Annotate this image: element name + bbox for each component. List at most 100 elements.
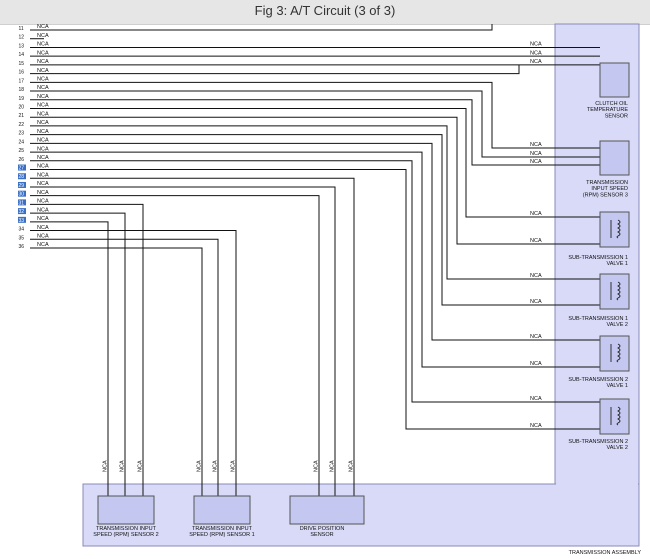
component-label: TRANSMISSION INPUT bbox=[192, 526, 253, 532]
component-label: CLUTCH OIL bbox=[595, 101, 628, 107]
pin-16: 16 bbox=[19, 70, 25, 76]
wire-21 bbox=[30, 116, 600, 245]
pin-33: 33 bbox=[18, 216, 26, 224]
valve-body bbox=[599, 398, 630, 435]
component-body bbox=[97, 495, 155, 525]
wire-20 bbox=[30, 107, 600, 218]
pin-31: 31 bbox=[18, 199, 26, 206]
wire-label: NCA bbox=[37, 199, 49, 205]
wire-label: NCA bbox=[330, 460, 336, 472]
pin-36: 36 bbox=[19, 244, 25, 250]
pin-number: 18 bbox=[19, 87, 25, 93]
component-label: VALVE 2 bbox=[606, 445, 628, 451]
wire-label: NCA bbox=[530, 142, 542, 148]
wire-label: NCA bbox=[231, 460, 237, 472]
page-title: Fig 3: A/T Circuit (3 of 3) bbox=[254, 3, 396, 18]
pin-number: 27 bbox=[19, 166, 25, 172]
pin-24: 24 bbox=[19, 139, 25, 145]
pin-23: 23 bbox=[19, 131, 25, 137]
component-label: SPEED (RPM) SENSOR 1 bbox=[189, 532, 254, 538]
pin-32: 32 bbox=[18, 208, 26, 215]
pin-18: 18 bbox=[19, 87, 25, 93]
wire-28 bbox=[30, 177, 355, 496]
wire-17 bbox=[30, 81, 600, 149]
wire-label: NCA bbox=[37, 42, 49, 48]
labels-layer: NCA NCA NCA NCA NCA NCA NCA NCA NCA NCA NCA NCA NCA N… bbox=[37, 24, 542, 472]
pin-number: 11 bbox=[19, 26, 24, 32]
valve-body bbox=[599, 273, 630, 310]
wire-label: NCA bbox=[37, 59, 49, 65]
pin-highlight-marker bbox=[18, 173, 26, 180]
wire-label: NCA bbox=[37, 138, 49, 144]
pin-number: 21 bbox=[19, 113, 25, 119]
wire-label: NCA bbox=[349, 460, 355, 472]
component-label: VALVE 1 bbox=[606, 261, 628, 267]
pin-14: 14 bbox=[19, 52, 25, 58]
wire-label: NCA bbox=[314, 460, 320, 472]
wire-label: NCA bbox=[37, 85, 49, 91]
wire-label: NCA bbox=[103, 460, 109, 472]
wire-29 bbox=[30, 186, 336, 496]
wire-label: NCA bbox=[37, 216, 49, 222]
wire-label: NCA bbox=[37, 181, 49, 187]
pin-number: 35 bbox=[19, 235, 25, 241]
pin-highlight-marker bbox=[18, 216, 26, 223]
pin-number: 24 bbox=[19, 139, 25, 145]
title-bar: Fig 3: A/T Circuit (3 of 3) bbox=[0, 0, 650, 25]
pin-number: 17 bbox=[19, 78, 25, 84]
wire-label: NCA bbox=[37, 207, 49, 213]
wire-label: NCA bbox=[530, 151, 542, 157]
pin-12: 12 bbox=[19, 35, 25, 41]
wire-label: NCA bbox=[37, 155, 49, 161]
valve-body bbox=[599, 335, 630, 372]
wire-label: NCA bbox=[530, 238, 542, 244]
pin-highlight-marker bbox=[18, 199, 26, 206]
pin-number: 12 bbox=[19, 35, 25, 41]
pin-number: 23 bbox=[19, 131, 25, 137]
component-body bbox=[599, 140, 630, 176]
component-label: VALVE 2 bbox=[606, 322, 628, 328]
wire-label: NCA bbox=[530, 423, 542, 429]
wire-label: NCA bbox=[530, 396, 542, 402]
pin-highlight-marker bbox=[18, 164, 26, 171]
component-label: TRANSMISSION INPUT bbox=[96, 526, 157, 532]
component-label: VALVE 1 bbox=[606, 383, 628, 389]
wire-19 bbox=[30, 99, 600, 166]
wire-label: NCA bbox=[138, 460, 144, 472]
pin-11: 11 bbox=[19, 26, 24, 32]
pin-number: 14 bbox=[19, 52, 25, 58]
solenoid-coil-icon bbox=[610, 406, 621, 426]
pin-highlight-marker bbox=[18, 208, 26, 215]
wire-22 bbox=[30, 125, 600, 280]
pin-number: 13 bbox=[19, 43, 25, 49]
pin-15: 15 bbox=[19, 61, 25, 67]
pin-number: 30 bbox=[19, 192, 25, 198]
pin-13: 13 bbox=[19, 43, 25, 49]
wire-25 bbox=[30, 151, 600, 368]
pin-19: 19 bbox=[19, 96, 25, 102]
component-label: SENSOR bbox=[605, 113, 628, 119]
wire-label: NCA bbox=[37, 233, 49, 239]
wire-label: NCA bbox=[530, 334, 542, 340]
component-label: SPEED (RPM) SENSOR 2 bbox=[93, 532, 158, 538]
wire-label: NCA bbox=[37, 242, 49, 248]
pin-numbers: 1112131415161718192021222324252627282930… bbox=[18, 26, 26, 250]
wire-18 bbox=[30, 90, 600, 158]
valve-body bbox=[599, 211, 630, 248]
wire-34 bbox=[30, 230, 237, 496]
component-label: SUB-TRANSMISSION 1 bbox=[568, 255, 628, 261]
wire-label: NCA bbox=[37, 146, 49, 152]
wire-label: NCA bbox=[530, 211, 542, 217]
pin-highlight-marker bbox=[18, 181, 26, 188]
wire-27 bbox=[30, 169, 600, 430]
wire-label: NCA bbox=[37, 172, 49, 178]
pin-number: 25 bbox=[19, 148, 25, 154]
